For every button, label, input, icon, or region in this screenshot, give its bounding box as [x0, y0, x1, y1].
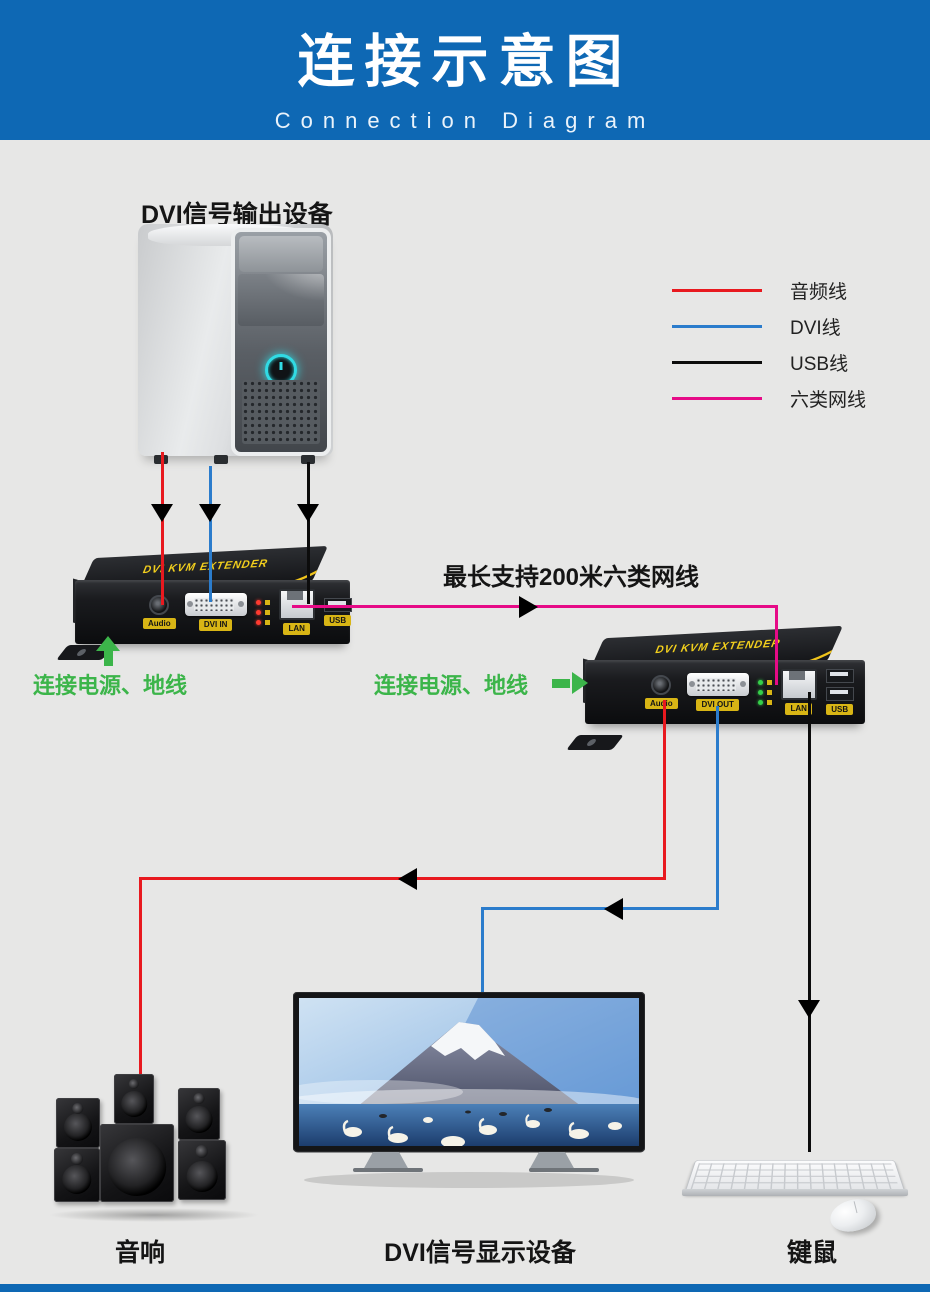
vent-grille [242, 380, 320, 444]
speaker-set [48, 1062, 260, 1222]
page-title: 连接示意图 [297, 30, 633, 94]
cable-legend: 音频线 DVI线 USB线 六类网线 [672, 272, 866, 416]
legend-label: DVI线 [790, 317, 841, 339]
cat6-cable [775, 605, 778, 685]
arrow-left-icon [604, 898, 623, 920]
tv-stand-right [529, 1152, 575, 1170]
status-leds [757, 679, 772, 705]
speaker-right-bottom [178, 1140, 226, 1200]
kvm-extender-transmitter: DVI KVM EXTENDER Audio DVI IN LAN US [56, 545, 352, 660]
usb-cable [808, 692, 811, 1152]
tv-stand-left [363, 1152, 409, 1170]
audio-port: Audio [645, 674, 678, 710]
cat6-cable-swatch [672, 396, 762, 400]
legend-item-dvi: DVI线 [672, 308, 866, 344]
kvm-extender-receiver: DVI KVM EXTENDER Audio DVI OUT LAN U [566, 625, 865, 750]
power-ground-note-right: 连接电源、地线 [374, 673, 529, 698]
dvi-cable [481, 907, 484, 998]
speaker-left-bottom [54, 1148, 100, 1202]
display-label: DVI信号显示设备 [384, 1239, 576, 1267]
audio-jack-icon [651, 674, 672, 695]
arrow-left-icon [398, 868, 417, 890]
legend-item-usb: USB线 [672, 344, 866, 380]
audio-port-label: Audio [645, 697, 678, 710]
green-right-arrow-icon [552, 672, 588, 694]
audio-cable [161, 452, 164, 605]
tower-foot [301, 455, 315, 464]
status-leds [255, 599, 270, 625]
front-gloss-panel [238, 274, 324, 326]
usb-port: USB [825, 668, 854, 716]
dvi-cable [716, 706, 719, 910]
audio-port: Audio [143, 594, 176, 630]
extender-front-panel: Audio DVI IN LAN USB [75, 580, 352, 644]
tower-foot [214, 455, 228, 464]
dvi-out-port: DVI OUT [686, 673, 749, 711]
usb-cable [307, 462, 310, 604]
rj45-icon [780, 669, 817, 701]
legend-label: 六类网线 [790, 389, 867, 411]
arrow-down-icon [151, 504, 173, 522]
dvi-cable-swatch [672, 324, 762, 328]
legend-item-cat6: 六类网线 [672, 380, 866, 416]
usb-connector-icon [323, 597, 352, 612]
green-up-arrow-icon [96, 636, 120, 666]
dvi-port-label: DVI IN [198, 619, 233, 631]
audio-jack-icon [149, 594, 170, 615]
mounting-flange [566, 735, 624, 750]
speaker-left-top [56, 1098, 100, 1148]
usb-port-label: USB [324, 614, 352, 627]
audio-cable [139, 877, 142, 1076]
extender-front-panel: Audio DVI OUT LAN USB [585, 660, 865, 724]
legend-label: USB线 [790, 353, 849, 375]
audio-cable-swatch [672, 288, 762, 292]
arrow-down-icon [297, 504, 319, 522]
page-subtitle: Connection Diagram [274, 108, 656, 133]
footer-bar [0, 1284, 930, 1292]
audio-cable [663, 700, 666, 880]
lan-port-label: LAN [283, 623, 310, 635]
dvi-connector-icon [184, 593, 247, 617]
dvi-cable [482, 907, 719, 910]
arrow-down-icon [199, 504, 221, 522]
legend-label: 音频线 [790, 281, 848, 303]
power-ground-note-left: 连接电源、地线 [33, 673, 188, 698]
keyboard-mouse-set [682, 1138, 910, 1237]
keyboard-front-edge [682, 1189, 908, 1196]
lan-port-label: LAN [785, 703, 812, 715]
usb-port-label: USB [826, 703, 854, 716]
usb-connector-icon [825, 668, 854, 701]
drive-bay [239, 236, 323, 272]
cat6-length-note: 最长支持200米六类网线 [442, 564, 700, 591]
arrow-down-icon [798, 1000, 820, 1018]
lan-port: LAN [278, 589, 315, 635]
subwoofer [100, 1124, 174, 1202]
speaker-right-top [178, 1088, 220, 1140]
dvi-display-monitor [292, 991, 646, 1192]
legend-item-audio: 音频线 [672, 272, 866, 308]
dvi-in-port: DVI IN [184, 593, 247, 631]
usb-cable-swatch [672, 360, 762, 364]
arrow-right-icon [519, 596, 538, 618]
computer-tower [138, 224, 333, 464]
tv-graphic [292, 991, 646, 1188]
dvi-cable [209, 466, 212, 602]
audio-port-label: Audio [143, 617, 176, 630]
page-header: 连接示意图 Connection Diagram [0, 0, 930, 140]
keyboard-label: 键鼠 [786, 1239, 837, 1267]
usb-port: USB [323, 597, 352, 627]
dvi-connector-icon [686, 673, 749, 697]
speaker-shadow [48, 1208, 260, 1222]
speaker-label: 音响 [114, 1239, 165, 1267]
mouse [826, 1194, 880, 1237]
speaker-center [114, 1074, 154, 1124]
dvi-port-label: DVI OUT [696, 699, 739, 711]
lan-port: LAN [780, 669, 817, 715]
tower-front-panel [231, 228, 331, 456]
